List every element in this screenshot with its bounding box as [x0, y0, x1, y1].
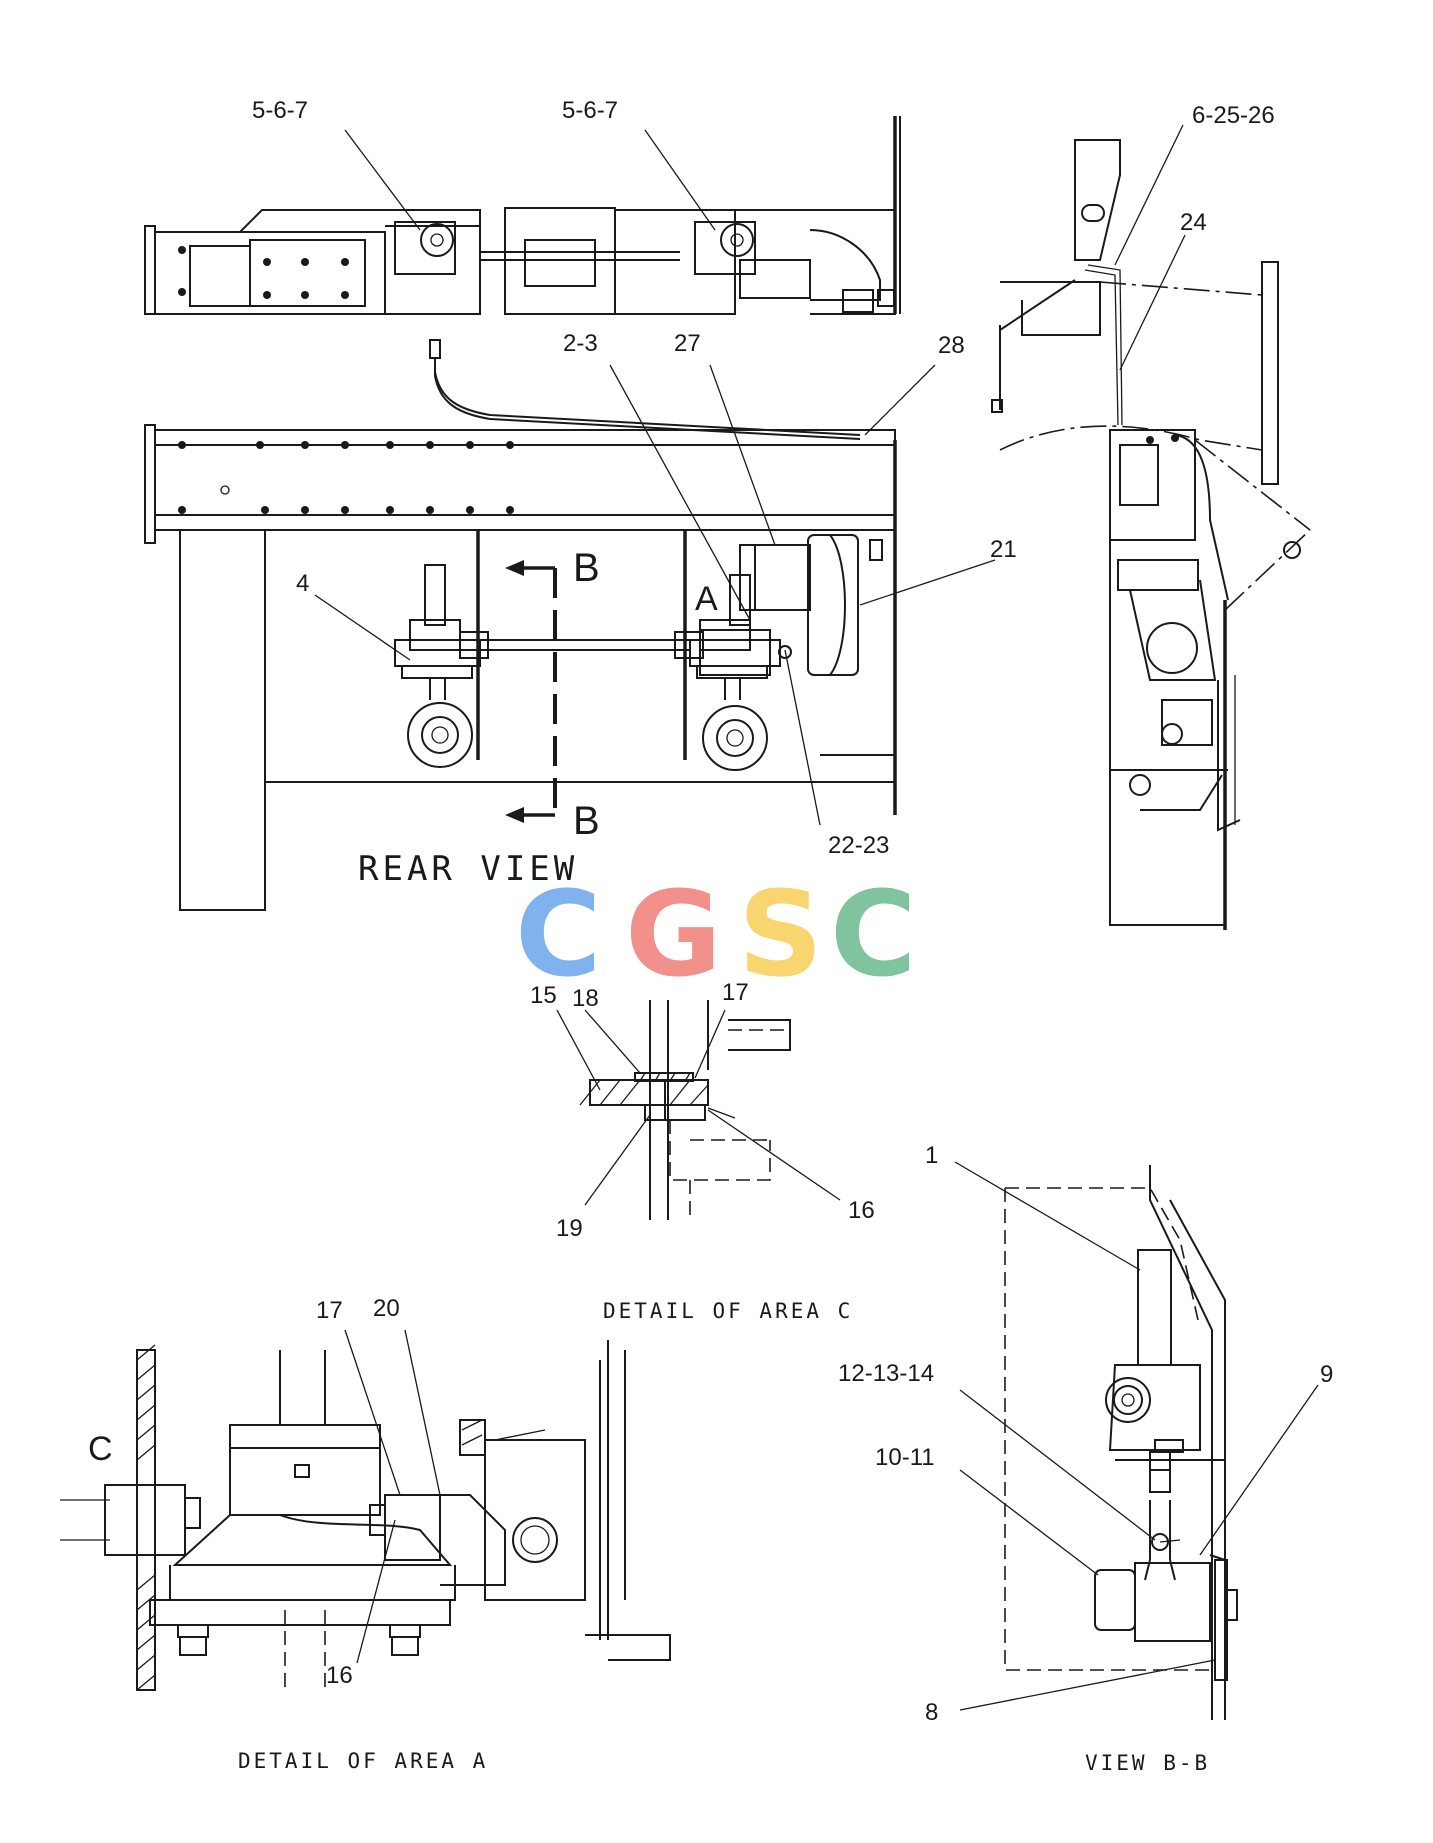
leader-lines — [314, 124, 1319, 1711]
callout-10-11: 10-11 — [875, 1444, 935, 1471]
callout-5-6-7-left: 5-6-7 — [252, 97, 308, 124]
top-view-drawing — [144, 116, 901, 315]
callout-27: 27 — [674, 330, 701, 357]
callout-9: 9 — [1320, 1361, 1333, 1388]
callout-15: 15 — [530, 982, 557, 1009]
callout-22-23: 22-23 — [828, 832, 889, 859]
detail-a-drawing — [60, 1340, 671, 1691]
watermark-letter-c2: C — [830, 865, 917, 1003]
watermark-logo: C G S C — [515, 865, 917, 1003]
detail-a-title: DETAIL OF AREA A — [238, 1749, 488, 1773]
callout-18: 18 — [572, 985, 599, 1012]
callout-20: 20 — [373, 1295, 400, 1322]
view-bb-drawing — [1004, 1165, 1238, 1720]
rear-view-drawing — [144, 339, 897, 911]
rear-view-title: REAR VIEW — [358, 849, 578, 889]
callout-17-detail-a: 17 — [316, 1297, 343, 1324]
watermark-letter-c1: C — [515, 865, 602, 1003]
callout-16-detail-c: 16 — [848, 1197, 875, 1224]
callout-19: 19 — [556, 1215, 583, 1242]
callout-4: 4 — [296, 570, 309, 597]
callouts: 5-6-7 5-6-7 6-25-26 24 2-3 27 28 21 4 22… — [252, 97, 1333, 1726]
callout-6-25-26: 6-25-26 — [1192, 102, 1275, 129]
callout-1: 1 — [925, 1142, 938, 1169]
callout-17-detail-c: 17 — [722, 979, 749, 1006]
detail-c-drawing — [579, 1000, 791, 1220]
view-titles: REAR VIEW DETAIL OF AREA C DETAIL OF ARE… — [238, 849, 1210, 1775]
section-b-top-mark: B — [573, 546, 600, 590]
area-a-mark: A — [695, 580, 718, 618]
callout-2-3: 2-3 — [563, 330, 598, 357]
callout-24: 24 — [1180, 209, 1207, 236]
watermark-letter-s: S — [738, 865, 823, 1003]
watermark-letter-g: G — [625, 865, 722, 1003]
callout-5-6-7-right: 5-6-7 — [562, 97, 618, 124]
side-view-drawing — [991, 139, 1311, 930]
area-c-mark: C — [88, 1430, 113, 1468]
view-bb-title: VIEW B-B — [1085, 1751, 1210, 1775]
section-b-bottom-mark: B — [573, 799, 600, 843]
callout-12-13-14: 12-13-14 — [838, 1360, 934, 1387]
callout-28: 28 — [938, 332, 965, 359]
section-marks: B B A C — [88, 546, 718, 1468]
callout-16-detail-a: 16 — [326, 1662, 353, 1689]
callout-8: 8 — [925, 1699, 938, 1726]
callout-21: 21 — [990, 536, 1017, 563]
detail-c-title: DETAIL OF AREA C — [603, 1299, 853, 1323]
